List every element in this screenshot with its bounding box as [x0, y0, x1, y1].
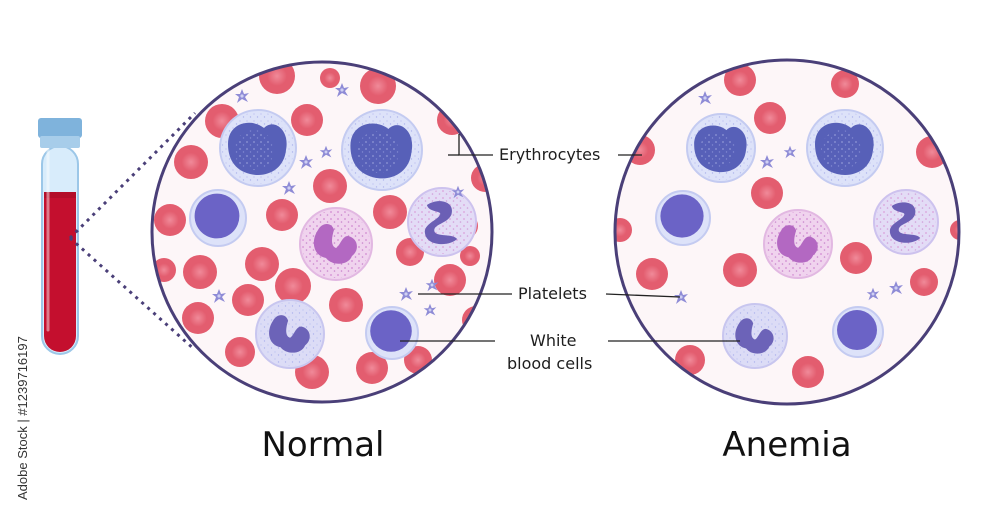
white-blood-cell-icon [219, 109, 297, 187]
platelet-icon [760, 155, 774, 169]
leader-lines [400, 134, 740, 342]
platelet-icon [423, 303, 437, 317]
erythrocyte-icon [291, 104, 323, 136]
platelet-icon [698, 91, 712, 105]
erythrocyte-icon [360, 68, 396, 104]
normal-panel [150, 60, 494, 404]
erythrocyte-icon [675, 345, 705, 375]
erythrocyte-icon [636, 258, 668, 290]
erythrocyte-icon [840, 242, 872, 274]
erythrocyte-icon [232, 284, 264, 316]
title-normal: Normal [261, 425, 384, 465]
platelet-icon [299, 155, 313, 169]
platelet-icon [783, 145, 797, 159]
erythrocyte-icon [154, 204, 186, 236]
platelet-icon [866, 287, 880, 301]
title-anemia: Anemia [722, 425, 851, 465]
erythrocyte-icon [792, 356, 824, 388]
white-blood-cell-icon [365, 306, 419, 360]
white-blood-cell-icon [832, 306, 884, 358]
platelet-icon [674, 290, 688, 304]
erythrocyte-icon [266, 199, 298, 231]
erythrocyte-icon [460, 246, 480, 266]
white-blood-cell-icon [655, 190, 711, 246]
erythrocyte-icon [259, 62, 295, 94]
white-blood-cell-icon [763, 209, 833, 279]
normal-circle-outline [150, 60, 494, 404]
erythrocyte-icon [320, 68, 340, 88]
white-blood-cell-icon [686, 113, 756, 183]
label-white-line1: White [530, 331, 577, 350]
platelet-icon [235, 89, 249, 103]
magnification-lines [68, 111, 197, 352]
white-blood-cell-icon [189, 189, 247, 247]
platelet-icon [399, 287, 413, 301]
erythrocyte-icon [174, 145, 208, 179]
erythrocyte-icon [182, 302, 214, 334]
stock-watermark-text: Adobe Stock | #1239716197 [15, 336, 30, 500]
platelet-icon [212, 289, 226, 303]
platelet-icon [335, 83, 349, 97]
white-blood-cell-icon [806, 109, 884, 187]
erythrocyte-icon [245, 247, 279, 281]
white-blood-cell-icon [299, 207, 373, 281]
white-blood-cell-icon [722, 303, 788, 369]
erythrocyte-icon [910, 268, 938, 296]
erythrocyte-icon [723, 253, 757, 287]
platelet-icon [451, 185, 465, 199]
erythrocyte-icon [275, 268, 311, 304]
label-white-line2: blood cells [507, 354, 592, 373]
anemia-panel [613, 58, 961, 406]
white-blood-cell-icon [873, 189, 939, 255]
platelet-icon [889, 281, 903, 295]
erythrocyte-icon [950, 220, 959, 240]
anemia-circle-outline [613, 58, 961, 406]
white-blood-cell-icon [255, 299, 325, 369]
erythrocyte-icon [724, 64, 756, 96]
test-tube-icon [38, 118, 82, 355]
erythrocyte-icon [754, 102, 786, 134]
erythrocyte-icon [356, 352, 388, 384]
erythrocyte-icon [313, 169, 347, 203]
erythrocyte-icon [615, 218, 632, 242]
erythrocyte-icon [373, 195, 407, 229]
white-blood-cell-icon [341, 109, 423, 191]
platelet-icon [282, 181, 296, 195]
platelet-icon [319, 145, 333, 159]
white-blood-cell-icon [407, 187, 477, 257]
erythrocyte-icon [225, 337, 255, 367]
erythrocyte-icon [831, 70, 859, 98]
platelets-leader-right [605, 293, 681, 298]
label-erythrocytes: Erythrocytes [499, 145, 600, 164]
erythrocyte-icon [329, 288, 363, 322]
erythrocyte-icon [183, 255, 217, 289]
erythrocyte-icon [434, 264, 466, 296]
label-platelets: Platelets [518, 284, 587, 303]
erythrocyte-icon [751, 177, 783, 209]
platelet-icon [425, 278, 439, 292]
